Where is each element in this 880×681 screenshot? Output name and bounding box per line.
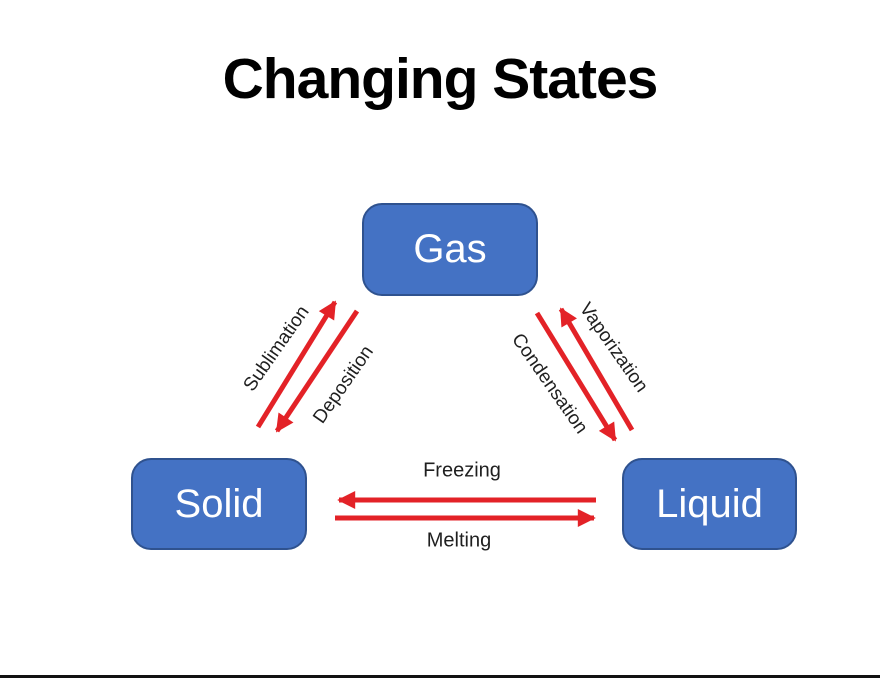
- node-liquid-label: Liquid: [656, 481, 763, 526]
- node-solid-label: Solid: [174, 481, 264, 526]
- deposition-arrow: [274, 309, 360, 433]
- label-melting: Melting: [426, 529, 492, 552]
- page-title: Changing States: [222, 47, 659, 111]
- condensation-arrow: [534, 311, 618, 442]
- slide-bottom-border: [0, 675, 880, 678]
- node-solid: Solid: [131, 458, 307, 550]
- vaporization-arrow: [558, 307, 635, 432]
- label-freezing: Freezing: [423, 459, 501, 482]
- sublimation-arrow: [255, 300, 338, 429]
- node-gas: Gas: [362, 203, 538, 296]
- node-liquid: Liquid: [622, 458, 797, 550]
- node-gas-label: Gas: [413, 227, 487, 271]
